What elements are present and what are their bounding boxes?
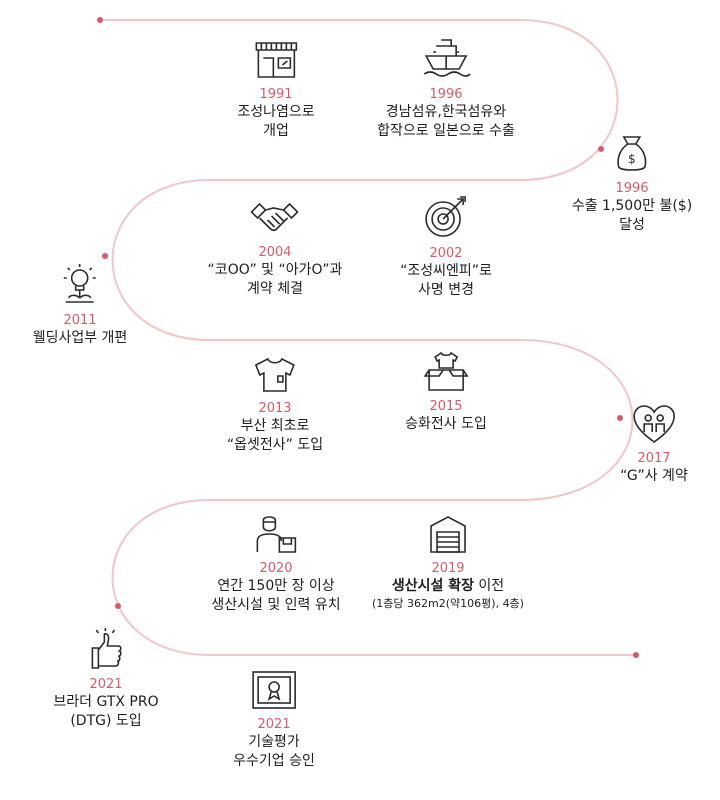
event-1996-export: 1996 경남섬유,한국섬유와 합작으로 일본으로 수출: [377, 36, 515, 141]
timeline-dot: [97, 17, 103, 23]
worker-icon: [256, 516, 296, 553]
event-desc: 사명 변경: [418, 282, 474, 298]
event-desc: 생산시설 및 인력 유치: [211, 597, 341, 613]
event-desc: 부산 최초로: [240, 418, 310, 434]
event-2019-expansion: 2019 생산시설 확장 이전 (1층당 362m2(약106평), 4층): [372, 514, 524, 612]
event-2013-offset: 2013 부산 최초로 “옵셋전사” 도입: [227, 356, 323, 455]
event-2002-rename: 2002 “조성씨엔피”로 사명 변경: [400, 195, 492, 300]
event-2021-dtg: 2021 브라더 GTX PRO (DTG) 도입: [53, 628, 159, 731]
event-desc: 우수기업 승인: [233, 753, 315, 769]
event-desc: “옵셋전사” 도입: [226, 437, 324, 453]
event-desc: (DTG) 도입: [70, 713, 142, 729]
event-year: 2021: [257, 717, 291, 732]
timeline-dot: [115, 603, 121, 609]
factory-icon: [430, 516, 466, 553]
event-2020-capacity: 2020 연간 150만 장 이상 생산시설 및 인력 유치: [211, 514, 341, 615]
event-desc: 달성: [619, 217, 645, 233]
event-year: 2004: [258, 245, 292, 260]
timeline-dot: [598, 146, 604, 152]
tshirt-box-icon: [423, 351, 469, 391]
event-desc: 승화전사 도입: [405, 416, 487, 432]
event-desc: “코OO” 및 “아가O”과: [207, 262, 343, 278]
cargo-ship-icon: [423, 39, 471, 77]
event-2011-reorganize: 2011 웰딩사업부 개편: [32, 262, 128, 348]
event-2015-sublimation: 2015 승화전사 도입: [405, 350, 487, 434]
event-desc: 개업: [263, 123, 289, 139]
event-desc: 조성나염으로: [237, 104, 315, 120]
timeline-dot: [617, 415, 623, 421]
event-year: 2019: [431, 561, 465, 576]
money-bag-icon: $: [617, 136, 647, 171]
target-icon: [425, 196, 466, 237]
event-desc: 웰딩사업부 개편: [32, 330, 128, 346]
event-desc-bold: 생산시설 확장: [391, 578, 474, 594]
event-year: 1991: [259, 87, 293, 102]
event-2021-certification: 2021 기술평가 우수기업 승인: [233, 670, 315, 771]
event-desc: “G”사 계약: [620, 468, 688, 484]
event-year: 2015: [429, 399, 463, 414]
event-2004-contract: 2004 “코OO” 및 “아가O”과 계약 체결: [207, 198, 343, 299]
timeline-line: [100, 19, 636, 656]
svg-text:$: $: [628, 152, 636, 166]
event-desc: 합작으로 일본으로 수출: [377, 123, 515, 139]
event-year: 2017: [637, 451, 671, 466]
heart-couple-icon: [633, 405, 675, 443]
event-year: 2013: [258, 401, 292, 416]
event-desc: “조성씨엔피”로: [400, 263, 492, 279]
event-year: 1996: [615, 181, 649, 196]
event-note: (1층당 362m2(약106평), 4층): [372, 597, 524, 610]
timeline-dots: [97, 17, 639, 658]
event-1996-achievement: $ 1996 수출 1,500만 불($) 달성: [572, 134, 692, 235]
lightbulb-icon: [64, 264, 96, 303]
event-desc: 계약 체결: [247, 281, 303, 297]
event-desc: 연간 150만 장 이상: [217, 578, 335, 594]
certificate-icon: [252, 671, 296, 709]
event-year: 1996: [429, 87, 463, 102]
event-year: 2020: [259, 561, 293, 576]
event-desc: 생산시설 확장 이전: [372, 577, 524, 596]
event-desc-suffix: 이전: [473, 578, 505, 594]
event-year: 2021: [89, 677, 123, 692]
handshake-icon: [250, 202, 300, 232]
timeline-dot: [102, 253, 108, 259]
storefront-icon: [255, 42, 297, 78]
event-1991-store: 1991 조성나염으로 개업: [237, 40, 315, 141]
event-desc: 수출 1,500만 불($): [571, 198, 693, 214]
event-desc: 기술평가: [248, 734, 300, 750]
event-desc: 브라더 GTX PRO: [53, 694, 159, 710]
event-2017-contract: 2017 “G”사 계약: [620, 404, 688, 486]
tshirt-icon: [254, 357, 296, 392]
event-desc: 경남섬유,한국섬유와: [385, 104, 507, 120]
thumbs-up-icon: [91, 628, 122, 669]
timeline-dot: [633, 652, 639, 658]
event-year: 2002: [429, 246, 463, 261]
event-year: 2011: [63, 313, 97, 328]
